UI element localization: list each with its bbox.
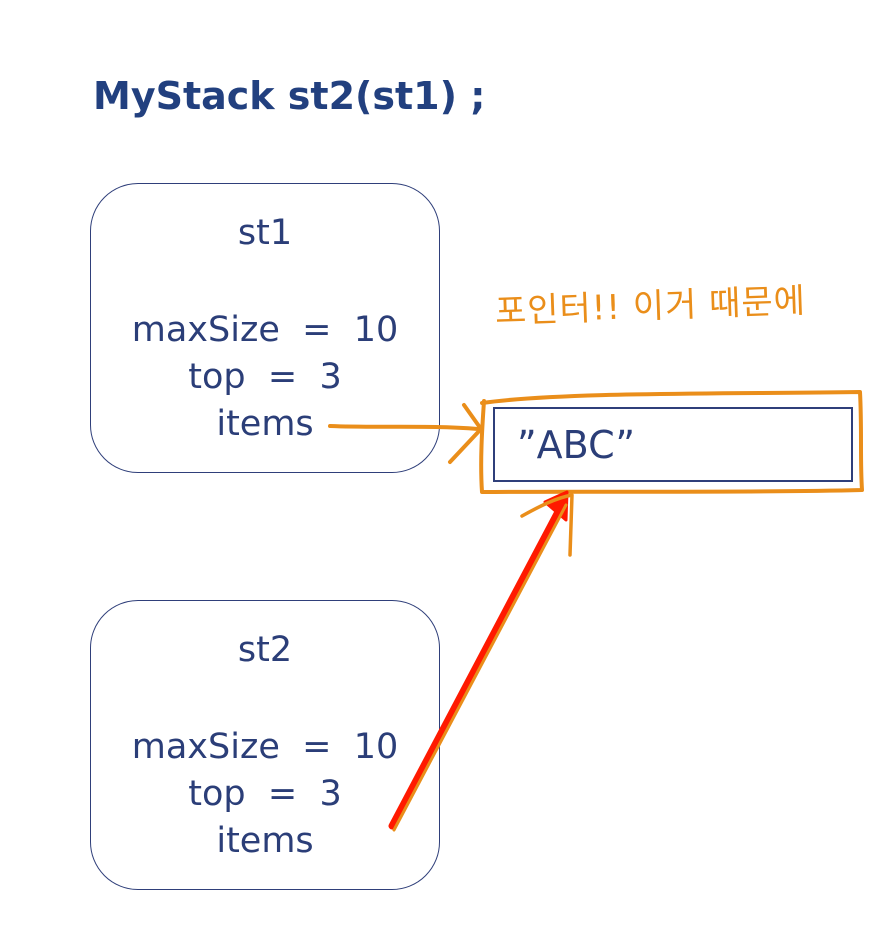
st2-name: st2 — [237, 630, 293, 670]
st2-top-field: top = 3 — [188, 774, 342, 814]
st1-maxsize-field: maxSize = 10 — [131, 310, 399, 350]
handwritten-annotation: 포인터!! 이거 때문에 — [494, 281, 807, 332]
st2-maxsize-field: maxSize = 10 — [131, 727, 399, 767]
st1-object-box: st1 maxSize = 10 top = 3 items — [90, 183, 440, 473]
st2-object-box: st2 maxSize = 10 top = 3 items — [90, 600, 440, 890]
st2-items-field: items — [216, 821, 314, 861]
items-array-cell: ”ABC” — [493, 407, 853, 482]
items-array-value: ”ABC” — [517, 423, 636, 467]
st1-top-field: top = 3 — [188, 357, 342, 397]
page-title: MyStack st2(st1) ; — [93, 74, 486, 118]
st1-name: st1 — [237, 213, 293, 253]
st1-items-field: items — [216, 404, 314, 444]
